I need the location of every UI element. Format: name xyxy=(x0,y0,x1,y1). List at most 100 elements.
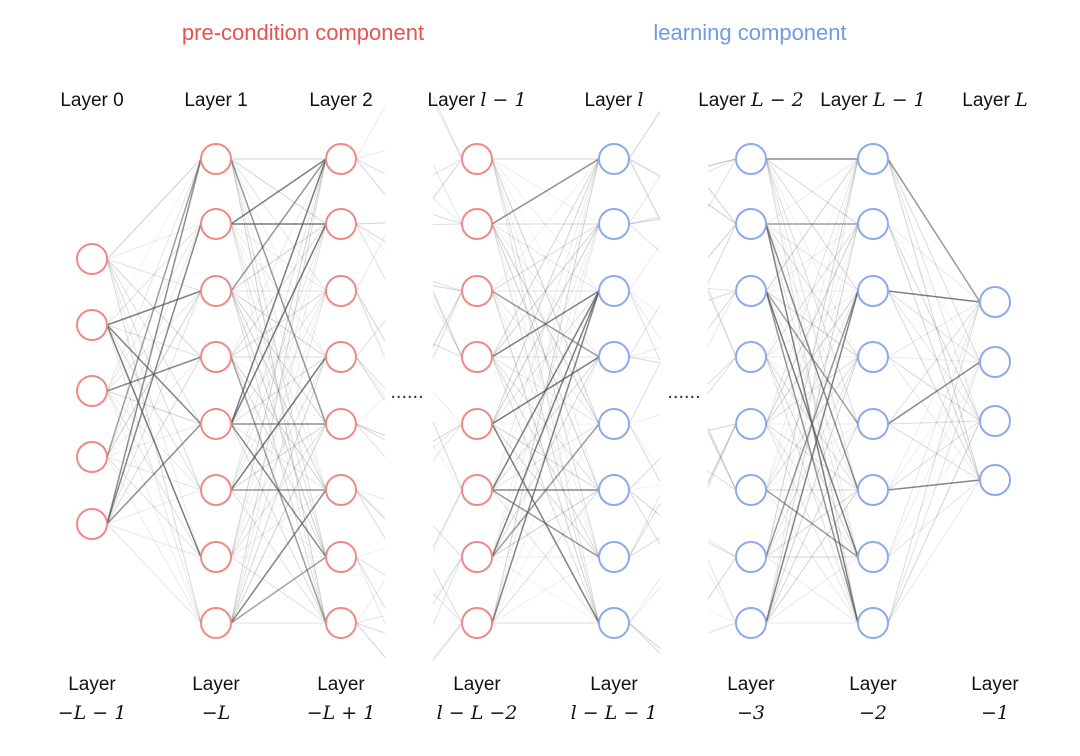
partial-edge xyxy=(707,203,737,225)
edge xyxy=(887,301,981,491)
partial-edge xyxy=(707,223,737,284)
partial-edge xyxy=(432,343,463,358)
layer-L-minus-2-node-4 xyxy=(735,341,767,373)
partial-edge xyxy=(628,216,661,225)
edge xyxy=(765,290,859,425)
edge xyxy=(765,223,859,425)
edge xyxy=(887,361,981,491)
edge xyxy=(106,223,202,260)
layer-L-minus-1-node-1 xyxy=(857,143,889,175)
layer-1-node-1 xyxy=(200,143,232,175)
edge xyxy=(230,556,327,624)
edge xyxy=(887,420,981,558)
partial-edge xyxy=(707,571,737,624)
layer-0-node-5 xyxy=(76,508,108,540)
partial-edge xyxy=(628,356,661,359)
layer-1-top-label-prefix: Layer 1 xyxy=(184,90,247,111)
edge xyxy=(230,158,327,425)
layer-L-minus-1-node-4 xyxy=(857,341,889,373)
edge xyxy=(491,158,600,425)
layer-1-node-2 xyxy=(200,208,232,240)
layer-0-top-label: Layer 0 xyxy=(60,90,123,111)
layer-l-node-2 xyxy=(598,208,630,240)
layer-l-bottom-label-line2: l − L − 1 xyxy=(571,702,658,724)
layer-L-minus-1-top-label-math: L − 1 xyxy=(872,89,926,111)
partial-edge xyxy=(628,158,661,178)
partial-edge xyxy=(628,484,661,491)
partial-edge xyxy=(432,290,463,359)
partial-edge xyxy=(707,622,737,634)
edge xyxy=(765,158,859,491)
edge xyxy=(765,158,859,292)
edge xyxy=(230,423,327,624)
layer-1-node-8 xyxy=(200,607,232,639)
partial-edge xyxy=(432,423,463,448)
edge xyxy=(887,356,981,422)
layer-L-node-4 xyxy=(979,464,1011,496)
partial-edge xyxy=(355,223,386,251)
edge xyxy=(765,290,859,491)
edge xyxy=(887,361,981,425)
precondition-component-title: pre-condition component xyxy=(182,20,424,45)
partial-edge xyxy=(355,489,386,516)
edge xyxy=(765,423,859,558)
layer-l-minus-1-node-6 xyxy=(461,474,493,506)
edge xyxy=(887,420,981,624)
partial-edge xyxy=(432,391,463,425)
edge xyxy=(491,290,600,624)
edge xyxy=(887,158,981,363)
partial-edge xyxy=(707,290,737,330)
partial-edge xyxy=(628,494,661,558)
edge xyxy=(230,489,327,624)
edge xyxy=(106,390,202,624)
edge xyxy=(765,290,859,558)
layer-0-bottom-label-line2: −L − 1 xyxy=(58,702,127,724)
partial-edge xyxy=(432,164,463,225)
partial-edge xyxy=(628,622,661,654)
edge xyxy=(230,356,327,558)
partial-edge xyxy=(628,218,661,225)
layer-l-minus-1-node-7 xyxy=(461,541,493,573)
layer-l-node-1 xyxy=(598,143,630,175)
partial-edge xyxy=(432,525,463,558)
edge xyxy=(106,390,202,425)
layer-L-minus-1-node-2 xyxy=(857,208,889,240)
edge xyxy=(765,223,859,491)
partial-edge xyxy=(355,290,386,342)
layer-0-bottom-label-line1: Layer xyxy=(68,674,116,695)
edge xyxy=(491,158,600,425)
edge xyxy=(106,423,202,525)
layer-L-bottom-label-line1: Layer xyxy=(971,674,1019,695)
partial-edge xyxy=(707,290,737,301)
edge xyxy=(230,158,327,558)
layer-L-minus-1-bottom-label-line1: Layer xyxy=(849,674,897,695)
partial-edge xyxy=(628,290,661,361)
edge xyxy=(765,356,859,425)
edge xyxy=(230,290,327,624)
edge xyxy=(106,223,202,525)
layer-L-minus-2-top-label: Layer L − 2 xyxy=(698,89,804,111)
edge xyxy=(765,356,859,624)
layer-2-bottom-label-line1: Layer xyxy=(317,674,365,695)
partial-edge xyxy=(707,470,737,491)
layer-l-minus-1-node-4 xyxy=(461,341,493,373)
edge xyxy=(765,158,859,558)
learning-component-title: learning component xyxy=(653,20,846,45)
partial-edge xyxy=(432,158,463,199)
edge xyxy=(106,356,202,525)
layer-l-minus-1-top-label: Layer l − 1 xyxy=(428,89,527,111)
layer-2-node-2 xyxy=(325,208,357,240)
layer-l-minus-1-node-2 xyxy=(461,208,493,240)
edge xyxy=(491,489,600,558)
edge xyxy=(491,290,600,491)
edge xyxy=(887,479,981,558)
edge xyxy=(887,290,981,481)
edge xyxy=(887,356,981,363)
edge xyxy=(106,523,202,558)
edge xyxy=(765,290,859,491)
partial-edge xyxy=(707,427,737,491)
partial-edge xyxy=(628,489,661,545)
edge xyxy=(491,423,600,558)
edge xyxy=(230,356,327,425)
partial-edge xyxy=(432,285,463,292)
